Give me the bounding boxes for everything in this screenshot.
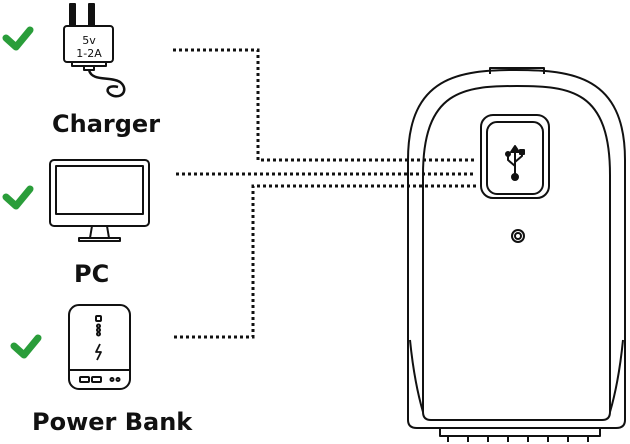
desktop-monitor-icon xyxy=(50,160,149,241)
check-icon-pc xyxy=(6,189,30,206)
charger-label: Charger xyxy=(52,110,160,138)
charger-spec-current: 1-2A xyxy=(76,47,102,60)
power-bank-icon xyxy=(69,305,130,389)
pc-label: PC xyxy=(74,260,109,288)
check-icon-powerbank xyxy=(14,338,38,355)
charger-connection-line xyxy=(173,50,476,160)
charger-spec-voltage: 5v xyxy=(82,34,96,47)
target-device xyxy=(408,68,625,442)
powerbank-connection-line xyxy=(174,186,476,337)
connection-lines xyxy=(173,50,476,337)
check-icon-charger xyxy=(6,30,30,47)
power-bank-label: Power Bank xyxy=(32,408,192,436)
